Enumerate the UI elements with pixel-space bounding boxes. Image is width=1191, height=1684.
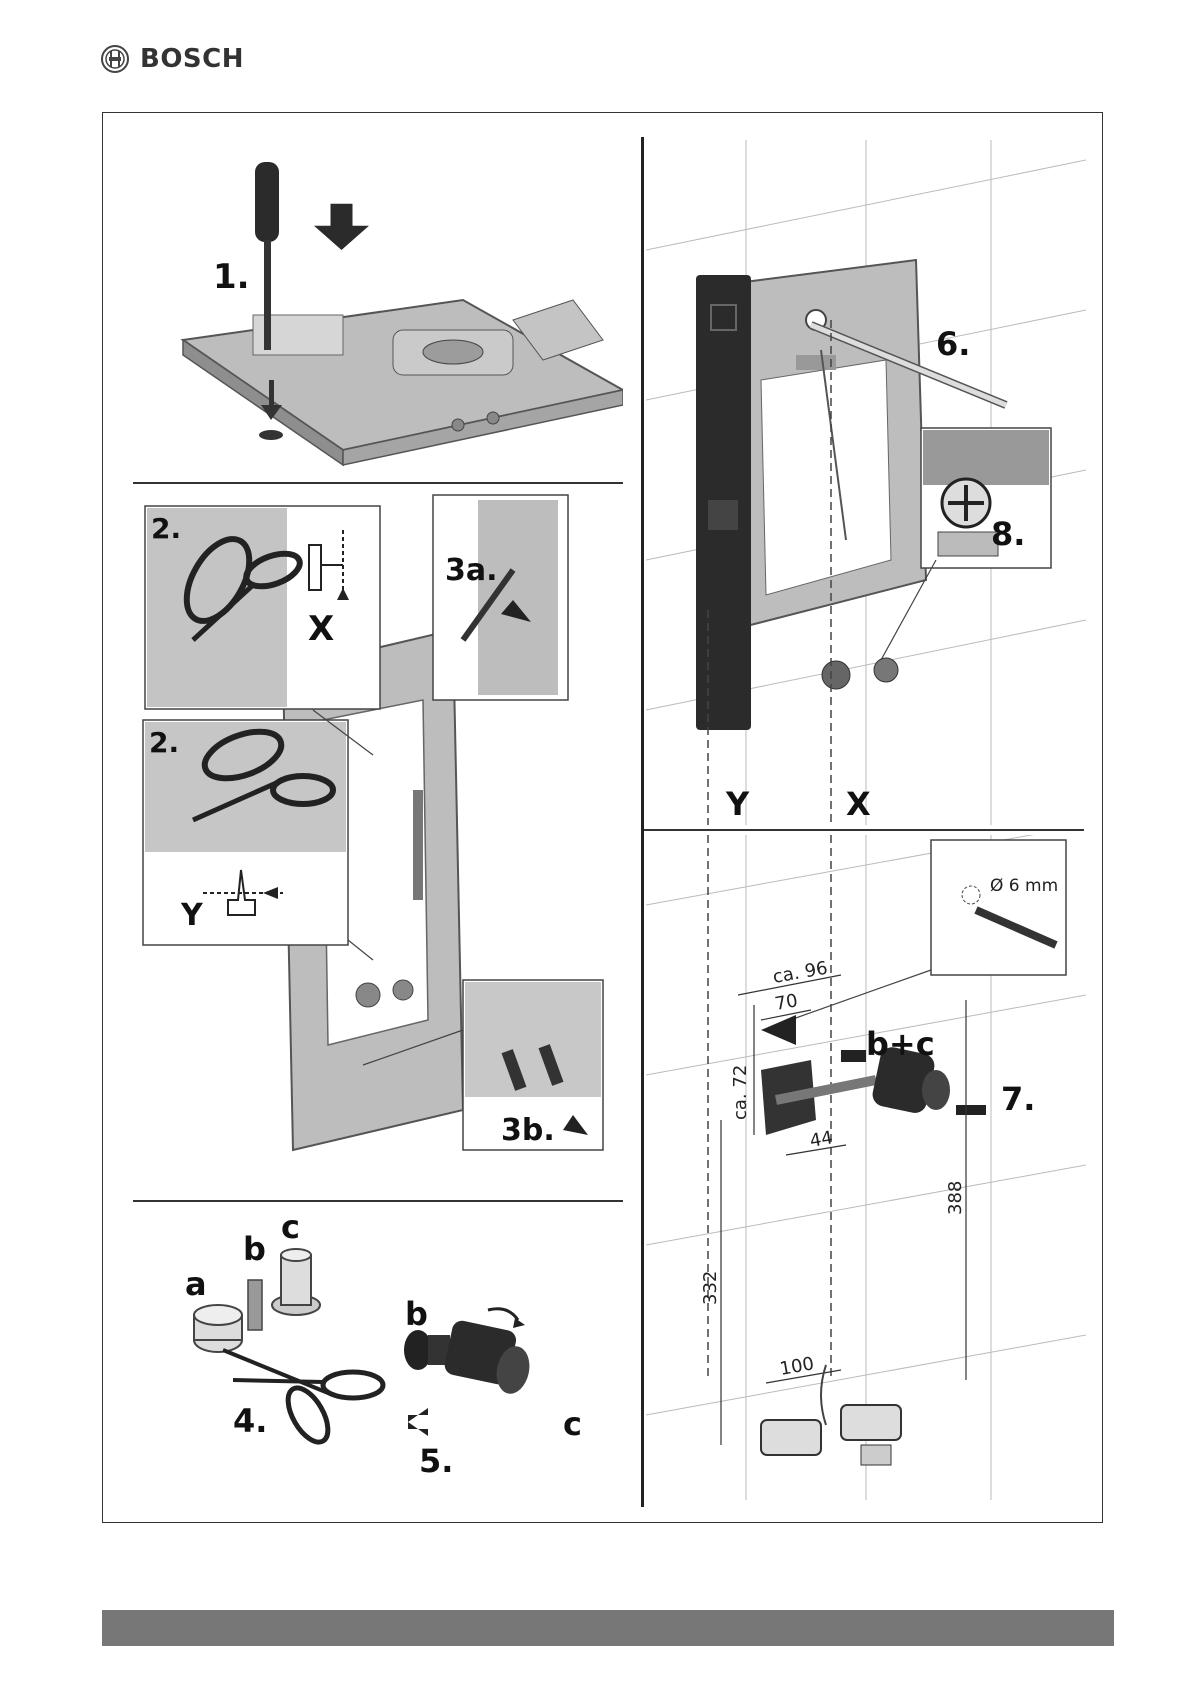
brand-name: BOSCH <box>140 44 244 74</box>
step-3a-label: 3a. <box>445 553 498 588</box>
x-mark-label: X <box>308 609 334 649</box>
callout-drill: Ø 6 mm <box>931 840 1066 975</box>
step-1-label: 1. <box>213 257 250 297</box>
dim-70: 70 <box>773 990 799 1015</box>
frame-mounted-illustration <box>721 260 926 689</box>
column-divider <box>641 137 644 1507</box>
dim-ca72: ca. 72 <box>730 1065 751 1120</box>
y-mark-label: Y <box>180 898 204 933</box>
panel-step2-3: X 2. 3a. Y 2. <box>133 490 623 1195</box>
arrow-down-icon <box>314 204 369 250</box>
bosch-armature-icon <box>100 44 130 74</box>
part-b-spring <box>248 1280 262 1330</box>
divider-step1 <box>133 482 623 484</box>
divider-step3 <box>133 1200 623 1202</box>
panel-step4-5: a b c b c 4. 5. <box>133 1210 623 1500</box>
spirit-level-icon <box>696 275 751 730</box>
dim-388: 388 <box>945 1181 966 1215</box>
washer-icon <box>259 430 283 440</box>
panel-step1: 1. <box>133 140 623 480</box>
footer-bar <box>102 1610 1114 1646</box>
brand-logo: BOSCH <box>100 44 244 74</box>
step-2a-label: 2. <box>151 512 181 545</box>
drill-size-label: Ø 6 mm <box>990 876 1058 896</box>
x-axis-label: X <box>846 785 871 823</box>
part-c-label: c <box>281 1210 300 1246</box>
step-5-label: 5. <box>419 1442 453 1480</box>
step-4-label: 4. <box>233 1402 267 1440</box>
step-2b-label: 2. <box>149 726 179 759</box>
part-b-right-label: b <box>405 1295 428 1333</box>
step-8-label: 8. <box>991 515 1025 553</box>
dim-44: 44 <box>808 1127 834 1152</box>
callout-cut-y: Y 2. <box>143 720 348 945</box>
bc-label: b+c <box>866 1025 935 1063</box>
step-7-label: 7. <box>1001 1080 1035 1118</box>
part-c-right-label: c <box>563 1405 582 1443</box>
step-3b-label: 3b. <box>501 1113 555 1148</box>
callout-cut-x: X 2. <box>145 506 380 709</box>
part-c-sleeve <box>272 1249 320 1315</box>
dim-ca96: ca. 96 <box>771 958 829 988</box>
divider-step6 <box>644 829 1084 831</box>
callout-step8: 8. <box>921 428 1051 568</box>
push-arrow-icon <box>408 1408 428 1436</box>
part-a-knob <box>194 1305 242 1352</box>
y-axis-label: Y <box>725 785 750 823</box>
frame-base-illustration <box>183 300 623 465</box>
part-b-label: b <box>243 1230 266 1268</box>
part-a-label: a <box>185 1265 207 1303</box>
step-6-label: 6. <box>936 325 970 363</box>
panel-step7: Ø 6 mm ca. 96 70 ca. 72 44 388 332 100 <box>646 835 1086 1500</box>
dim-332: 332 <box>700 1271 721 1305</box>
rotate-arrow-icon <box>488 1309 518 1320</box>
callout-3a: 3a. <box>433 495 568 700</box>
panel-step6-8: 8. 6. Y X <box>646 140 1086 825</box>
callout-3b: 3b. <box>463 980 603 1150</box>
